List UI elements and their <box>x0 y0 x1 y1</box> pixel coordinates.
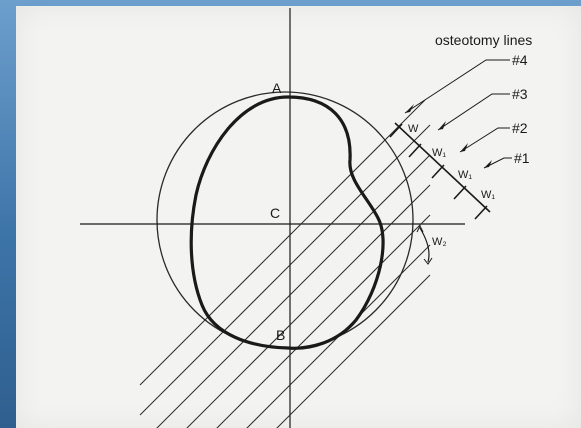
width-label-w1-a: W₁ <box>432 147 446 159</box>
line-label-2: #2 <box>512 120 528 136</box>
point-label-b: B <box>276 327 285 343</box>
osteotomy-cut-line <box>139 99 426 386</box>
point-label-a: A <box>272 80 282 96</box>
leader-arrowheads <box>405 104 492 168</box>
width-label-w2: W₂ <box>432 236 447 248</box>
line-label-1: #1 <box>514 150 530 166</box>
osteotomy-cut-line <box>276 274 431 428</box>
point-label-c: C <box>270 205 280 221</box>
width-label-w1-b: W₁ <box>458 169 472 181</box>
osteotomy-cut-lines <box>139 99 431 428</box>
osteotomy-cut-line <box>216 214 431 428</box>
width-label-w: W <box>408 123 419 135</box>
leader-lines <box>404 59 512 169</box>
bone-cross-section <box>189 95 385 350</box>
line-label-3: #3 <box>512 86 528 102</box>
osteotomy-cut-line <box>156 154 431 428</box>
legend-title: osteotomy lines <box>435 32 532 48</box>
osteotomy-cut-line <box>246 244 431 428</box>
reference-circle <box>156 91 414 349</box>
diagram-sheet <box>16 6 581 428</box>
osteotomy-cut-line <box>139 124 431 416</box>
width-label-w1-c: W₁ <box>481 189 495 201</box>
osteotomy-cut-line <box>186 184 431 428</box>
width-measure-ticks <box>389 123 488 220</box>
line-label-4: #4 <box>512 52 528 68</box>
w2-angle-arc <box>419 227 430 263</box>
